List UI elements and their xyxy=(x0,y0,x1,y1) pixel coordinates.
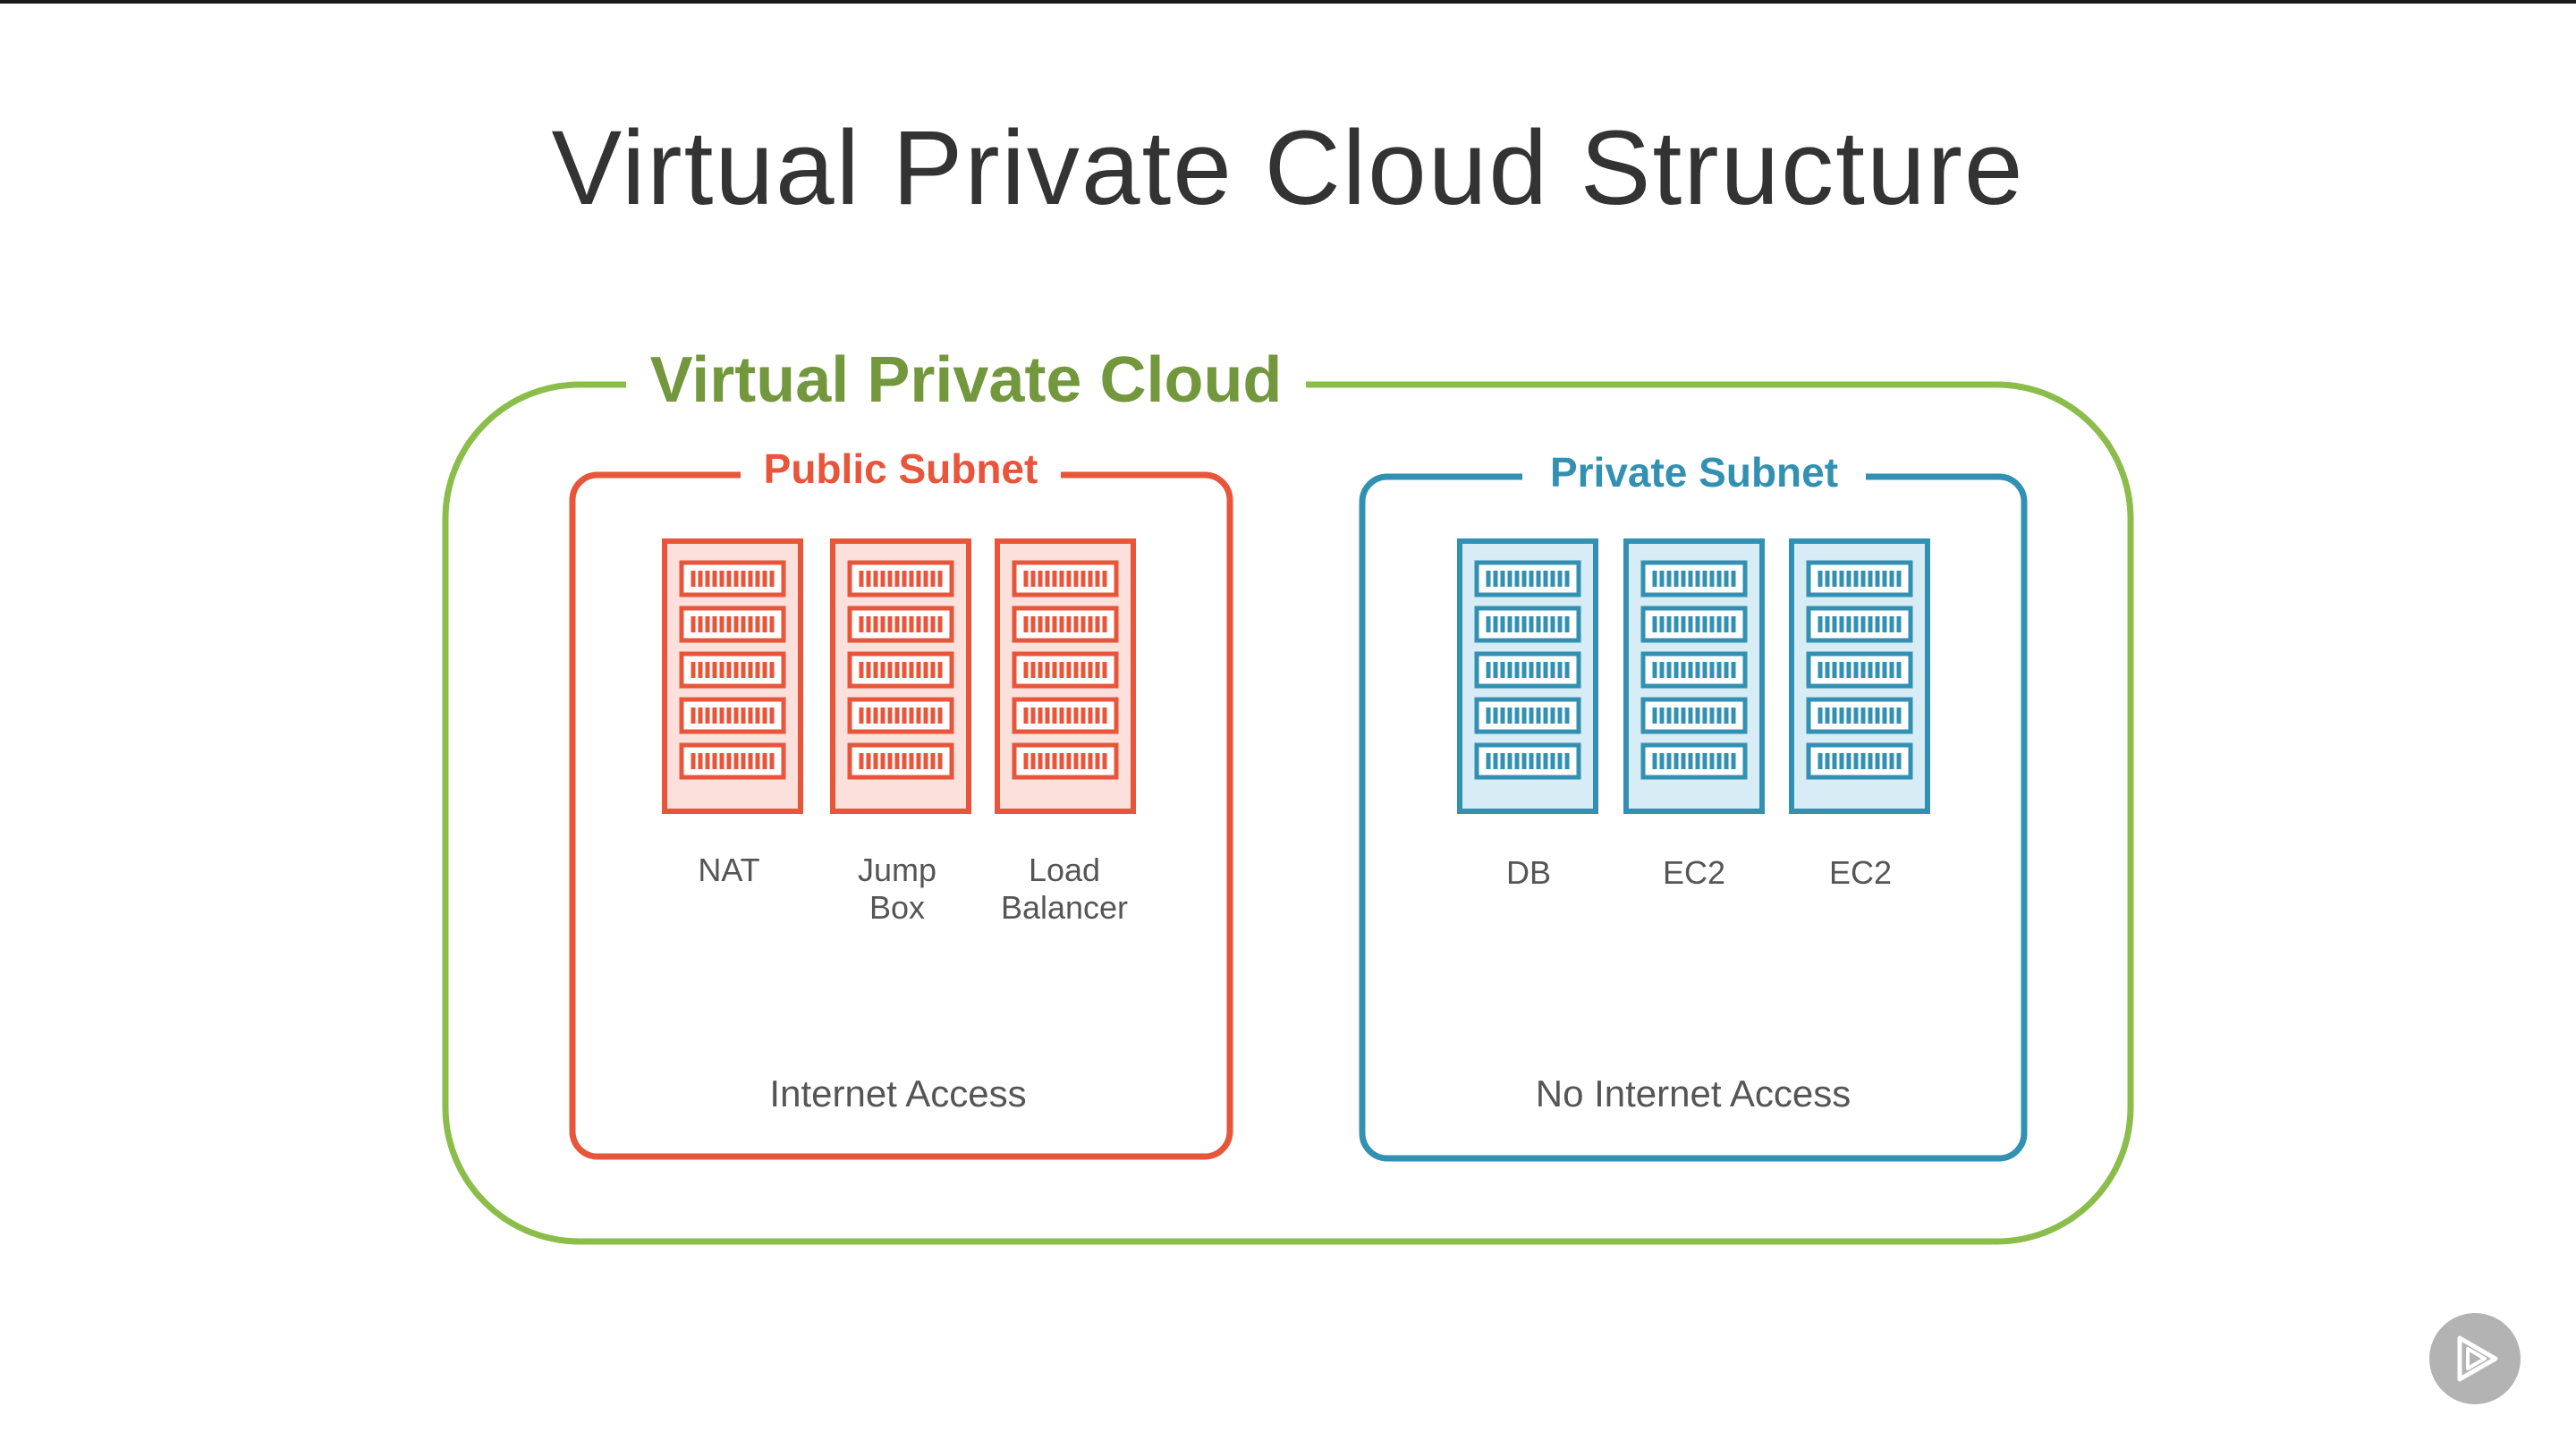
server-label-jump-box: Jump Box xyxy=(857,852,937,926)
top-divider xyxy=(0,0,2576,4)
private-server-rack-icon xyxy=(1789,538,1930,814)
private-server-group xyxy=(1457,538,1930,814)
server-label-db: DB xyxy=(1505,854,1551,891)
private-server-rack-icon xyxy=(1457,538,1598,814)
server-label-ec2: EC2 xyxy=(1662,854,1726,891)
public-server-rack-icon xyxy=(830,538,971,814)
public-server-rack-icon xyxy=(995,538,1136,814)
play-icon xyxy=(2457,1335,2498,1382)
vpc-label: Virtual Private Cloud xyxy=(626,342,1306,419)
public-server-group xyxy=(662,538,1136,814)
server-label-ec2: EC2 xyxy=(1828,854,1893,891)
public-server-rack-icon xyxy=(662,538,803,814)
play-button[interactable] xyxy=(2429,1313,2521,1404)
private-server-rack-icon xyxy=(1623,538,1765,814)
slide-title: Virtual Private Cloud Structure xyxy=(551,109,2025,227)
private-subnet-label: Private Subnet xyxy=(1522,444,1866,501)
server-label-load-balancer: Load Balancer xyxy=(1000,852,1129,926)
public-subnet-label: Public Subnet xyxy=(741,440,1061,497)
public-access-label: Internet Access xyxy=(769,1072,1027,1114)
private-access-label: No Internet Access xyxy=(1535,1072,1852,1114)
server-label-nat: NAT xyxy=(698,852,760,888)
